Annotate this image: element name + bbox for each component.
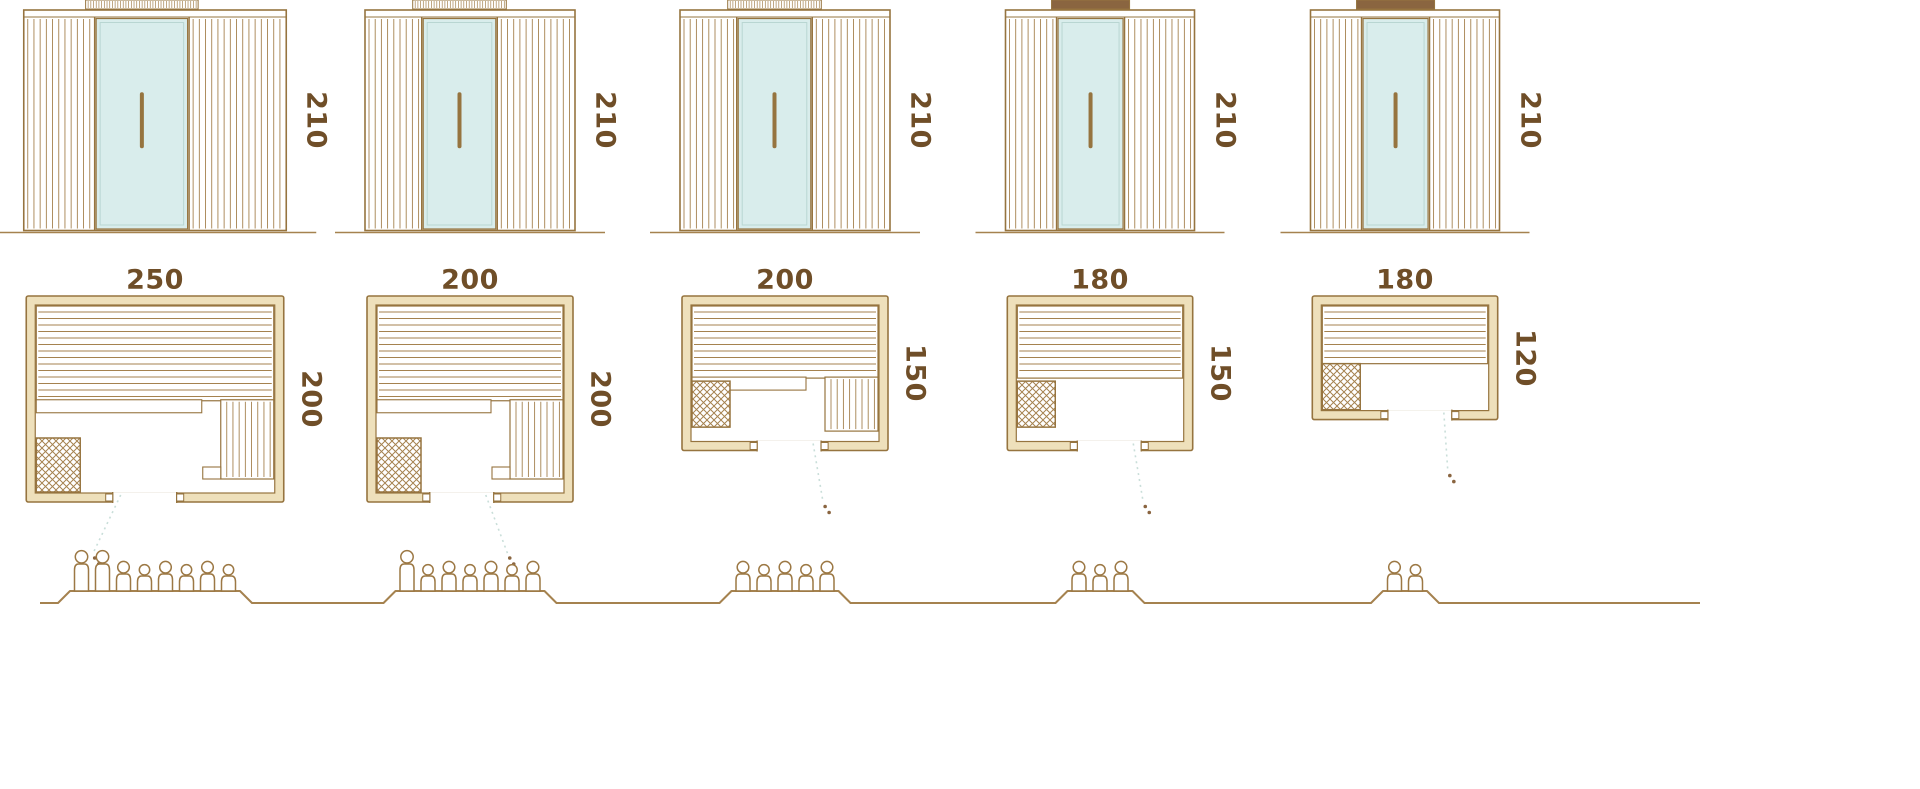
plan-width-label: 180	[1071, 264, 1129, 296]
plan-width-label: 180	[1376, 264, 1434, 296]
plan-depth-label: 150	[1204, 344, 1236, 403]
plan-width-label: 200	[441, 264, 499, 296]
elevation-height-label: 210	[300, 91, 332, 150]
plan-width-label: 200	[756, 264, 814, 296]
elevation-height-label: 210	[1514, 91, 1545, 150]
elevation-height-label: 210	[904, 91, 936, 150]
plan-depth-label: 150	[899, 344, 931, 403]
elevation-height-label: 210	[589, 91, 621, 150]
plan-depth-label: 200	[584, 370, 616, 428]
elevation-height-label: 210	[1209, 91, 1240, 150]
plan-depth-label: 200	[295, 370, 327, 428]
plan-depth-label: 120	[1509, 328, 1541, 387]
plan-width-label: 250	[126, 264, 184, 296]
